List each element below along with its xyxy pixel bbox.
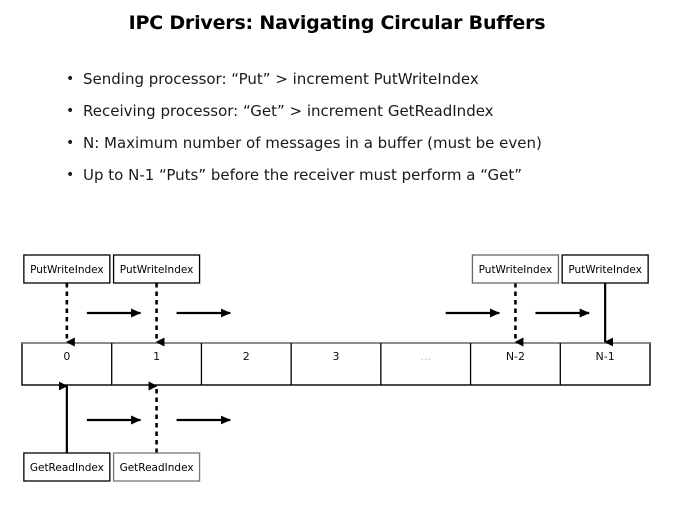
- list-item-text: N: Maximum number of messages in a buffe…: [83, 134, 542, 152]
- label-box-text: GetReadIndex: [30, 462, 104, 474]
- label-box-frame: [561, 254, 649, 284]
- label-box-frame: [23, 452, 111, 482]
- list-item-text: Up to N-1 “Puts” before the receiver mus…: [83, 166, 522, 184]
- label-box-text: GetReadIndex: [120, 462, 194, 474]
- label-box-frame: [112, 452, 201, 482]
- put-write-index-group: PutWriteIndex PutWriteIndex PutWriteIndex P…: [23, 254, 649, 347]
- get-read-index-label[interactable]: GetReadIndex: [112, 452, 201, 482]
- buffer-row: 0 1 2 3... N-2 N-1: [21, 342, 651, 386]
- buffer-cell-label: 2: [243, 350, 250, 363]
- bullet-marker-icon: •: [66, 135, 75, 151]
- put-write-index-label[interactable]: PutWriteIndex: [561, 254, 649, 284]
- label-box-text: PutWriteIndex: [568, 264, 642, 276]
- label-box-frame: [112, 254, 201, 284]
- buffer-cell-label: 0: [63, 350, 70, 363]
- bullet-marker-icon: •: [66, 71, 75, 87]
- put-write-index-label[interactable]: PutWriteIndex: [471, 254, 560, 284]
- label-box-text: PutWriteIndex: [479, 264, 553, 276]
- list-item: • Receiving processor: “Get” > increment…: [66, 101, 666, 133]
- label-box-text: PutWriteIndex: [30, 264, 104, 276]
- bullet-list: • Sending processor: “Put” > increment P…: [66, 69, 666, 197]
- label-box-text: PutWriteIndex: [120, 264, 194, 276]
- bullet-marker-icon: •: [66, 167, 75, 183]
- put-write-index-label[interactable]: PutWriteIndex: [23, 254, 111, 284]
- list-item-text: Receiving processor: “Get” > increment G…: [83, 102, 494, 120]
- label-box-frame: [471, 254, 560, 284]
- label-box-frame: [23, 254, 111, 284]
- buffer-cell-label: 1: [153, 350, 160, 363]
- get-read-index-group: GetReadIndex GetReadIndex: [23, 381, 231, 482]
- page-title: IPC Drivers: Navigating Circular Buffers: [128, 12, 546, 34]
- buffer-cell-label: N-1: [596, 350, 615, 363]
- list-item: • Sending processor: “Put” > increment P…: [66, 69, 666, 101]
- buffer-cell-label: 3: [333, 350, 340, 363]
- buffer-cell-label: ...: [420, 350, 431, 363]
- bullet-marker-icon: •: [66, 103, 75, 119]
- list-item-text: Sending processor: “Put” > increment Put…: [83, 70, 479, 88]
- buffer-cell-label: N-2: [506, 350, 525, 363]
- list-item: • Up to N-1 “Puts” before the receiver m…: [66, 165, 666, 197]
- get-read-index-label[interactable]: GetReadIndex: [23, 452, 111, 482]
- list-item: • N: Maximum number of messages in a buf…: [66, 133, 666, 165]
- put-write-index-label[interactable]: PutWriteIndex: [112, 254, 201, 284]
